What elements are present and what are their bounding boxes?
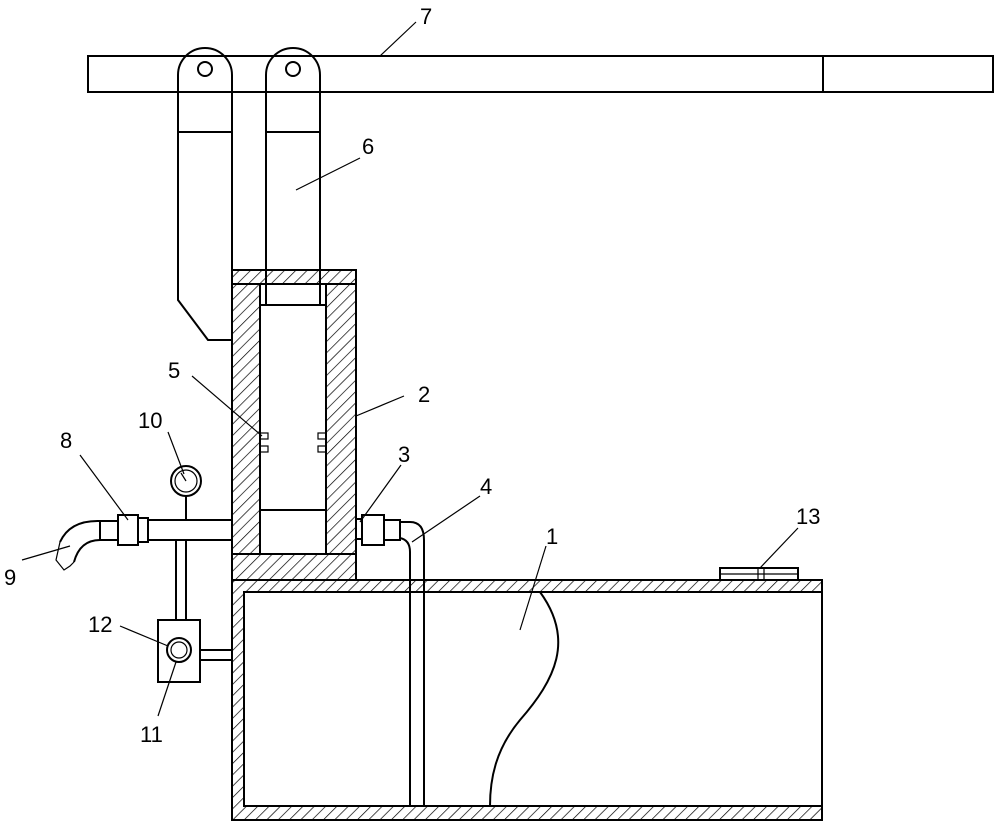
right-connector: [355, 514, 401, 546]
right-hanging-sleeve: [265, 47, 321, 306]
filler-cap: [719, 567, 799, 581]
valve-pipe: [175, 540, 232, 661]
label-11: 11: [140, 722, 163, 747]
label-1: 1: [546, 524, 558, 549]
valve-body: [157, 619, 201, 683]
cylinder: [231, 269, 357, 581]
label-9: 9: [4, 565, 16, 590]
top-beam: [87, 55, 994, 93]
hose: [55, 519, 101, 571]
return-pipe: [399, 521, 425, 806]
label-2: 2: [418, 382, 430, 407]
left-hanging-sleeve: [177, 47, 233, 341]
label-5: 5: [168, 358, 180, 383]
tank: [231, 579, 823, 821]
label-7: 7: [420, 4, 432, 29]
label-4: 4: [480, 474, 492, 499]
label-3: 3: [398, 442, 410, 467]
leader-lines: [21, 21, 799, 717]
label-8: 8: [60, 428, 72, 453]
label-10: 10: [138, 408, 162, 433]
part-labels: 7 6 2 5 3 4 1 13 8 10 9 12 11: [4, 4, 820, 747]
pressure-gauge: [170, 465, 202, 520]
label-6: 6: [362, 134, 374, 159]
label-13: 13: [796, 504, 820, 529]
label-12: 12: [88, 612, 112, 637]
left-pipe: [148, 519, 232, 541]
seal-rings: [259, 432, 327, 453]
left-connector: [99, 514, 149, 546]
